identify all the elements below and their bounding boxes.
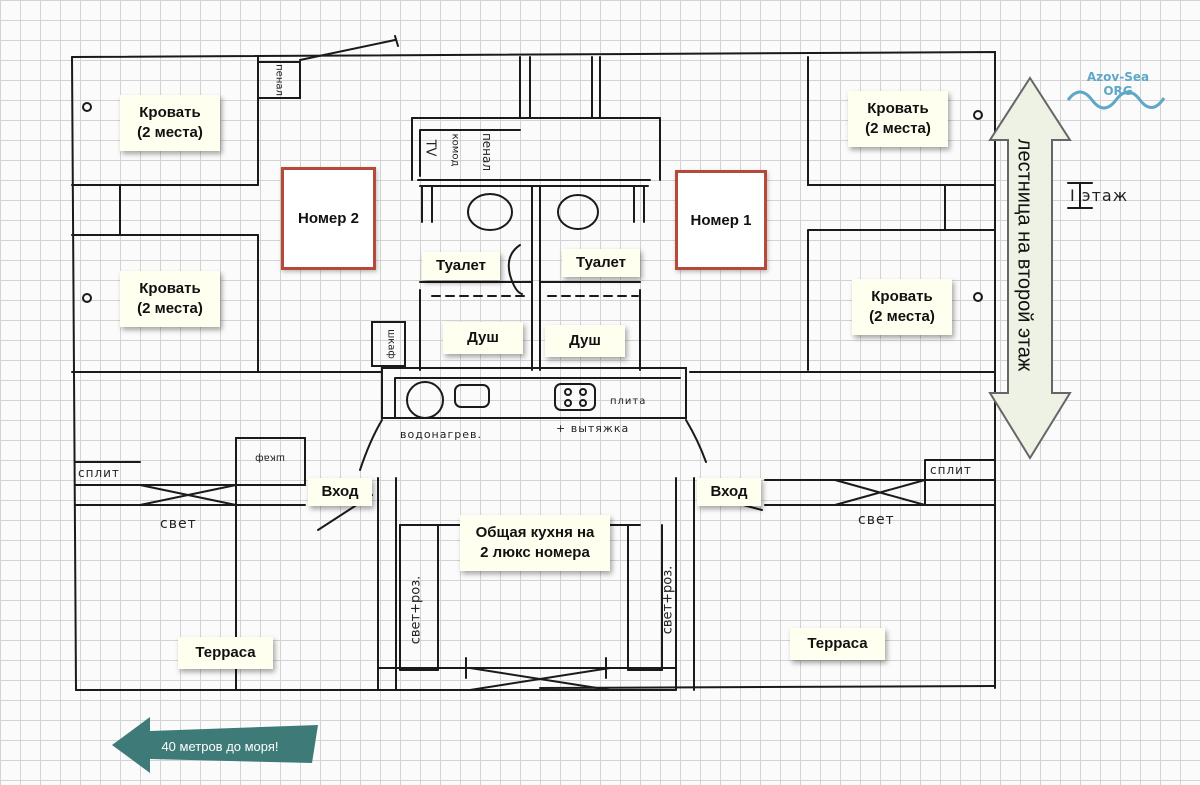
outer-wall bbox=[71, 50, 996, 689]
sea-distance-label: 40 метров до моря! bbox=[161, 738, 279, 754]
water-heater-note: водонагрев. bbox=[400, 428, 482, 441]
komod-note: комод bbox=[449, 133, 461, 167]
outer-wall-left bbox=[71, 56, 77, 691]
toilet-label-left: Туалет bbox=[422, 252, 500, 280]
light-socket-note-left: свет+роз. bbox=[408, 575, 424, 645]
toilet-label-right: Туалет bbox=[562, 249, 640, 277]
logo-icon bbox=[1066, 90, 1166, 110]
tv-note: TV bbox=[422, 139, 438, 157]
shower-label-right: Душ bbox=[545, 325, 625, 357]
shkaf-note: шкаф bbox=[385, 329, 397, 359]
terrace-label-left: Терраса bbox=[178, 637, 273, 669]
split-note-left: сплит bbox=[78, 466, 120, 480]
penal-mid-note: пенал bbox=[480, 132, 494, 172]
sea-arrow bbox=[112, 717, 318, 773]
entrance-label-left: Вход bbox=[308, 478, 372, 506]
terrace-label-right: Терраса bbox=[790, 628, 885, 660]
room-2-label: Номер 2 bbox=[281, 167, 376, 270]
split-note-right: сплит bbox=[930, 463, 972, 477]
light-note-left: свет bbox=[160, 516, 197, 532]
penal-top-note: пенал bbox=[273, 64, 285, 96]
stairs-label: лестница на второй этаж bbox=[1013, 138, 1036, 372]
stove-note: плита bbox=[610, 396, 647, 407]
room-1-label: Номер 1 bbox=[675, 170, 767, 270]
bottom-wall bbox=[75, 685, 996, 691]
bed-label-4: Кровать (2 места) bbox=[852, 279, 952, 335]
hood-note: + вытяжка bbox=[556, 422, 630, 435]
bed-label-2: Кровать (2 места) bbox=[120, 271, 220, 327]
kitchen-label: Общая кухня на 2 люкс номера bbox=[460, 515, 610, 571]
shkaf-note-2: шкаф bbox=[255, 452, 285, 464]
floor-note: I этаж bbox=[1070, 186, 1129, 205]
light-socket-note-right: свет+роз. bbox=[660, 565, 676, 635]
logo-text: Azov-Sea ORG bbox=[1086, 70, 1150, 98]
entrance-label-right: Вход bbox=[697, 478, 761, 506]
shower-label-left: Душ bbox=[443, 322, 523, 354]
light-note-right: свет bbox=[858, 512, 895, 528]
bed-label-1: Кровать (2 места) bbox=[120, 95, 220, 151]
bed-label-3: Кровать (2 места) bbox=[848, 91, 948, 147]
stair-arrow bbox=[988, 76, 1072, 460]
